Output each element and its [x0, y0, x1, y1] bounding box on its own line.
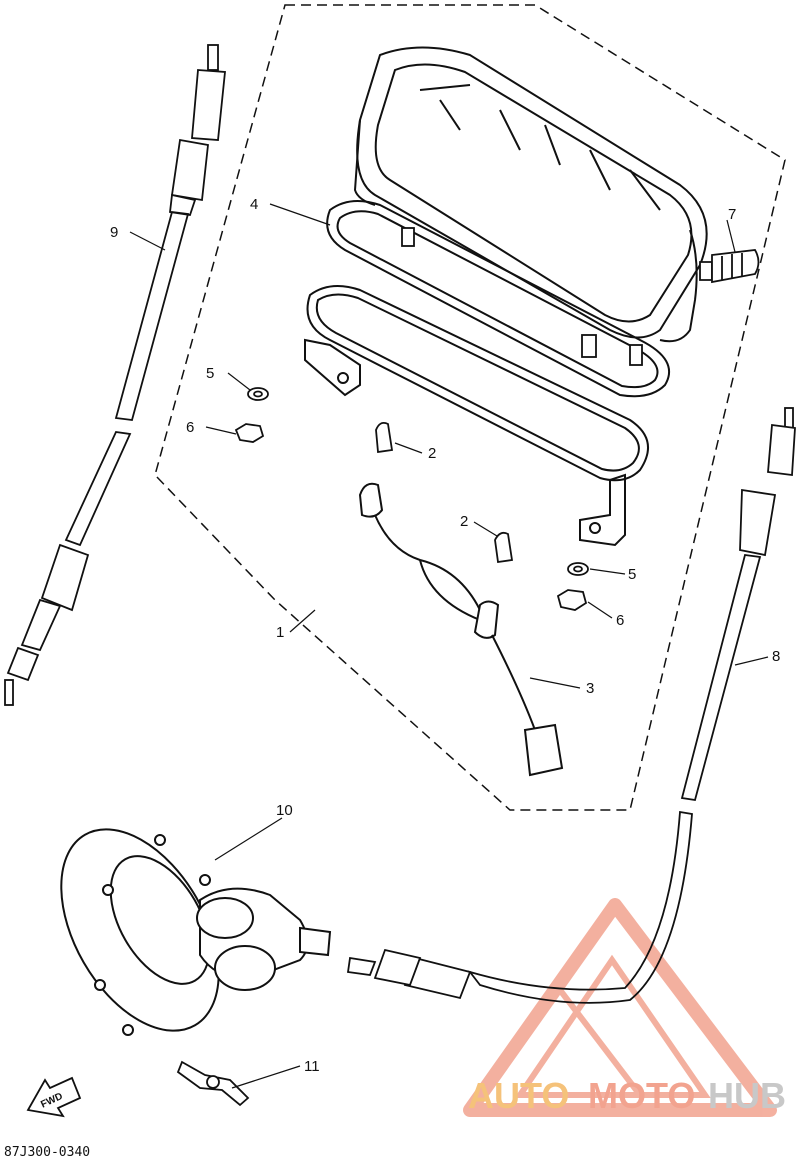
- label-part-10: 10: [276, 802, 293, 819]
- watermark-text: AUTO MOTO HUB: [468, 1075, 786, 1116]
- pin: [176, 1060, 250, 1107]
- reset-knob: [699, 249, 760, 284]
- leader-lines: [129, 203, 769, 1089]
- meter-bracket: [304, 285, 649, 547]
- label-part-5-left: 5: [206, 365, 214, 382]
- watermark-logo: [463, 898, 777, 1117]
- label-part-2-lower: 2: [460, 513, 468, 530]
- watermark-hub: HUB: [708, 1075, 786, 1116]
- label-part-4: 4: [250, 196, 258, 213]
- label-part-5-right: 5: [628, 566, 636, 583]
- label-part-2-upper: 2: [428, 445, 436, 462]
- meter-housing: [353, 46, 708, 343]
- label-part-8: 8: [772, 648, 780, 665]
- assembly-dashed-outline: [154, 4, 786, 811]
- label-part-11: 11: [304, 1058, 320, 1075]
- cable-left: [4, 44, 226, 706]
- label-part-6-right: 6: [616, 612, 624, 629]
- label-part-7: 7: [728, 206, 736, 223]
- wire-harness: [358, 482, 564, 777]
- washer-nut-right: [556, 562, 589, 611]
- label-part-3: 3: [586, 680, 594, 697]
- drive-gear-unit: [60, 828, 332, 1036]
- diagram-code: 87J300-0340: [4, 1145, 90, 1160]
- label-part-6-left: 6: [186, 419, 194, 436]
- watermark-auto: AUTO: [468, 1075, 569, 1116]
- meter-studs: [401, 227, 643, 366]
- watermark-moto: MOTO: [588, 1075, 695, 1116]
- fwd-arrow-icon: FWD: [26, 1076, 82, 1118]
- cable-right: [346, 407, 796, 1004]
- label-part-1: 1: [276, 624, 284, 641]
- bulbs: [375, 421, 514, 564]
- gasket: [326, 200, 670, 398]
- washer-nut-left: [234, 387, 269, 443]
- label-part-9: 9: [110, 224, 118, 241]
